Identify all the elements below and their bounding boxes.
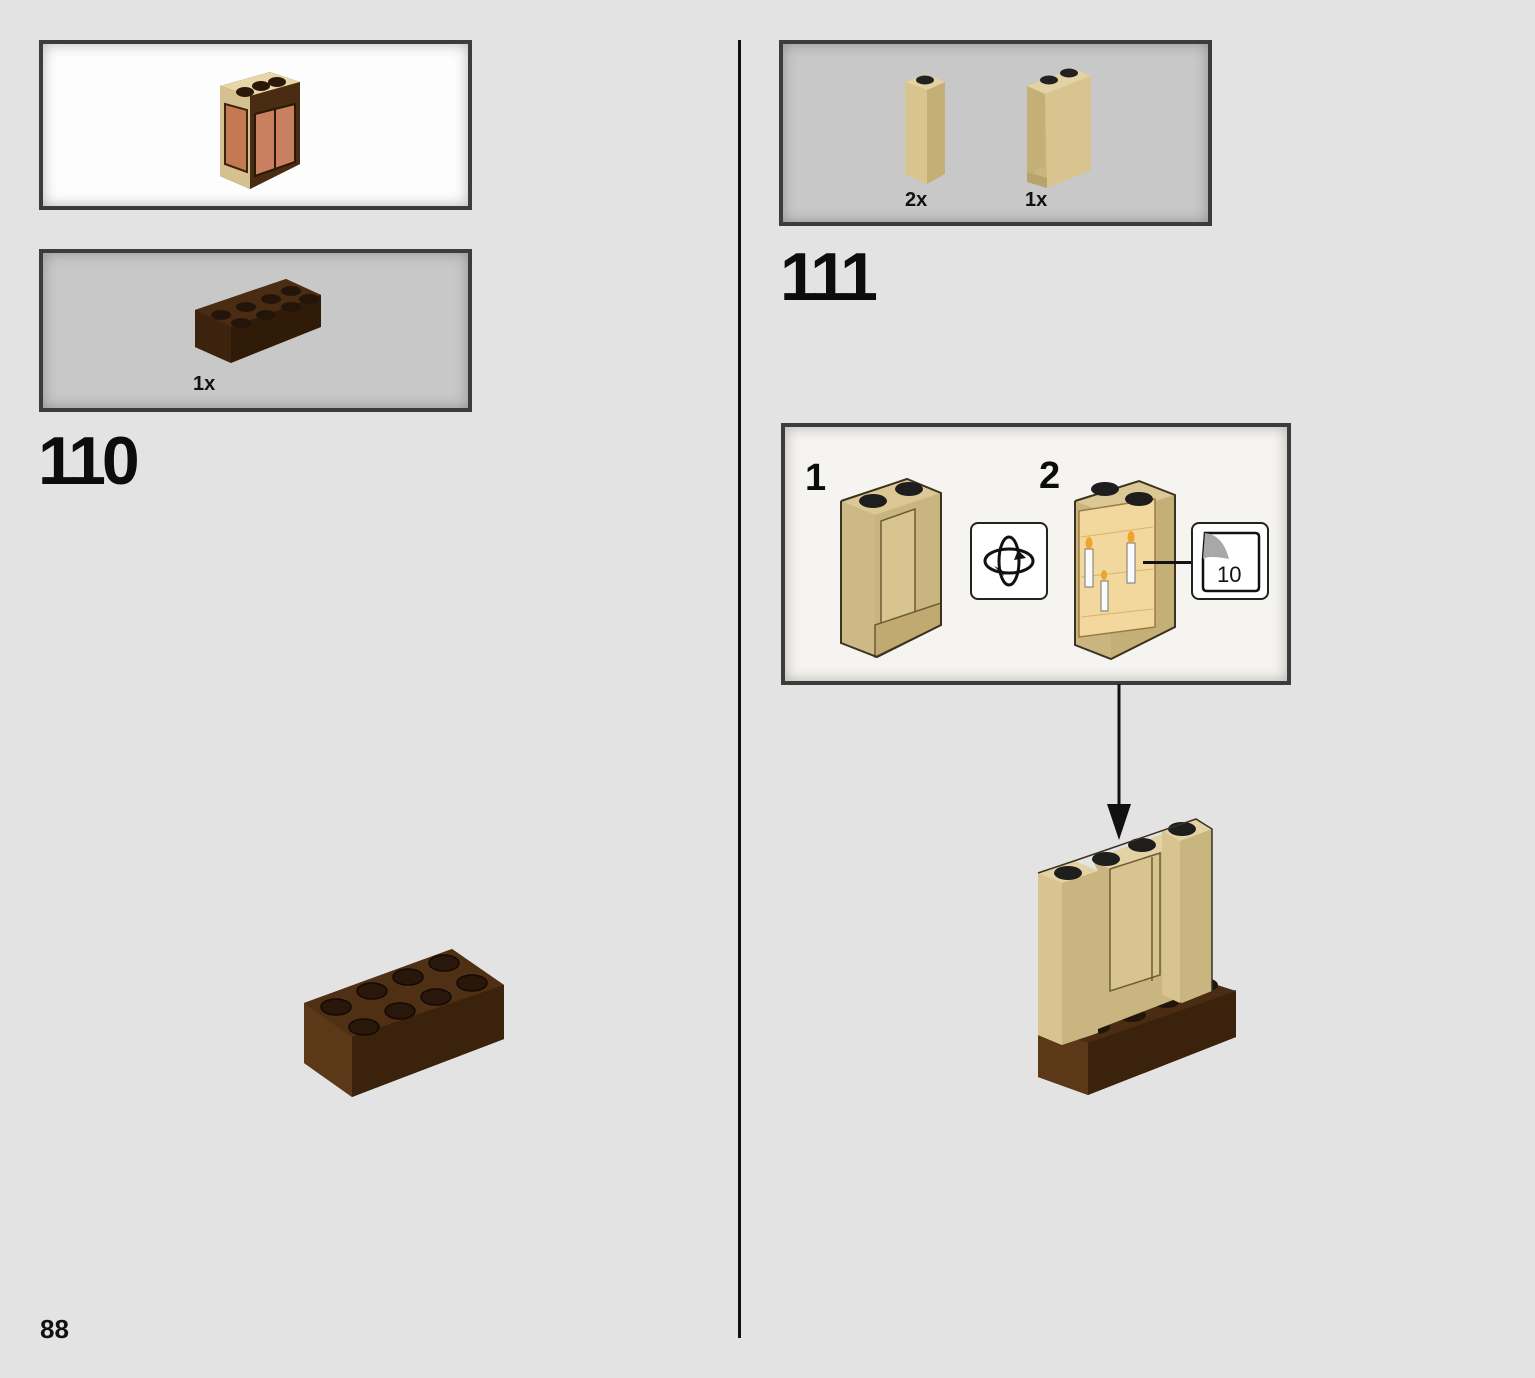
part-qty: 2x (905, 189, 928, 211)
sticker-icon: 10 (1191, 522, 1269, 600)
step-number-111: 111 (780, 239, 878, 315)
substep-number-1: 1 (805, 457, 827, 499)
column-divider (738, 40, 741, 1338)
substep-number-2: 2 (1039, 455, 1061, 497)
sticker-number: 10 (1217, 562, 1242, 587)
rotate-icon (970, 522, 1048, 600)
brick-2x4-dark-brown-icon (195, 279, 321, 363)
part-qty: 1x (1025, 189, 1048, 211)
wall-assembly-model (1037, 818, 1236, 1095)
preview-box (39, 40, 472, 210)
sticker-connector (1143, 561, 1193, 564)
placement-arrow (1107, 684, 1131, 840)
step-number-110: 110 (38, 423, 140, 499)
panel-1x2x3-tan-icon (1027, 68, 1091, 188)
page-number: 88 (40, 1314, 69, 1344)
panel-1x2x3-tan-icon (840, 477, 942, 659)
panel-with-candle-sticker-icon (1074, 479, 1176, 661)
parts-list-step-110: 1x (39, 249, 472, 412)
subassembly-callout: 1 2 (781, 423, 1291, 685)
brick-2x4-dark-brown-model (304, 949, 504, 1097)
brick-1x1x3-tan-icon (905, 74, 945, 184)
parts-list-step-111: 2x 1x (779, 40, 1212, 226)
part-qty: 1x (193, 373, 216, 395)
wardrobe-model-icon (220, 72, 300, 189)
